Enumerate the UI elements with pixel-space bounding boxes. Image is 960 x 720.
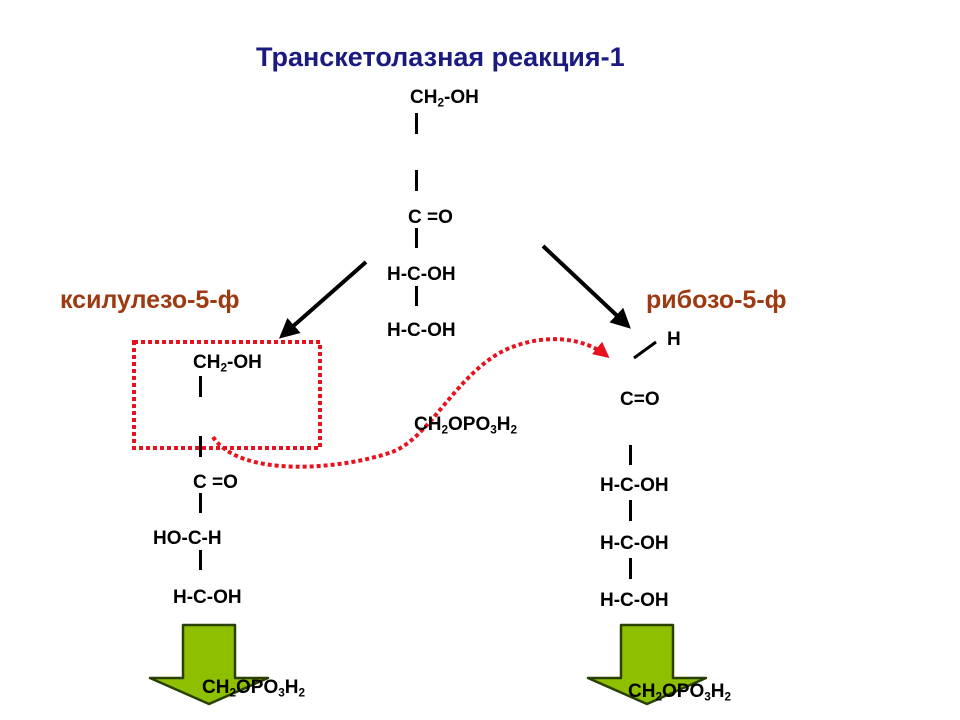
right-hcoh-3: H-C-OH <box>600 590 669 611</box>
right-hcoh-1: H-C-OH <box>600 475 669 496</box>
left-carbonyl: C =O <box>193 472 238 493</box>
left-bond-3 <box>199 493 202 513</box>
center-bond-2 <box>415 170 418 191</box>
right-down-arrow <box>586 623 708 706</box>
right-bond-3 <box>629 558 632 579</box>
center-hcoh-1: H-C-OH <box>387 264 456 285</box>
diagram-title: Транскетолазная реакция-1 <box>256 42 625 72</box>
center-hcoh-2: H-C-OH <box>387 320 456 341</box>
center-ch2opo3h2: CH2OPO3H2 <box>414 414 518 437</box>
left-ch2oh: CH2-OH <box>193 352 262 375</box>
center-carbonyl: C =O <box>408 207 453 228</box>
right-bond-1 <box>629 445 632 465</box>
arrow-to-right-product <box>541 244 631 329</box>
center-ch2oh: CH2-OH <box>410 87 479 110</box>
xylulose-5-phosphate-label: ксилулезо-5-ф <box>60 286 240 314</box>
right-carbonyl: C=O <box>620 389 660 410</box>
center-bond-1 <box>415 113 418 134</box>
left-hcoh: H-C-OH <box>173 587 242 608</box>
left-ch2opo3h2: CH2OPO3H2 <box>202 677 306 700</box>
arrow-to-left-product <box>278 260 368 339</box>
center-bond-4 <box>415 286 418 306</box>
aldehyde-h-bond <box>633 340 657 360</box>
ribose-5-phosphate-label: рибозо-5-ф <box>646 286 787 314</box>
left-bond-4 <box>199 550 202 570</box>
left-bond-1 <box>199 376 202 397</box>
left-bond-2 <box>199 436 202 457</box>
right-bond-2 <box>629 500 632 521</box>
left-down-arrow <box>148 623 270 706</box>
center-bond-3 <box>415 228 418 248</box>
left-hoch: HO-C-H <box>153 528 222 549</box>
right-ch2opo3h2: CH2OPO3H2 <box>628 681 732 704</box>
right-aldehyde-h: H <box>667 329 681 350</box>
transferred-fragment-box <box>132 340 322 450</box>
right-hcoh-2: H-C-OH <box>600 533 669 554</box>
